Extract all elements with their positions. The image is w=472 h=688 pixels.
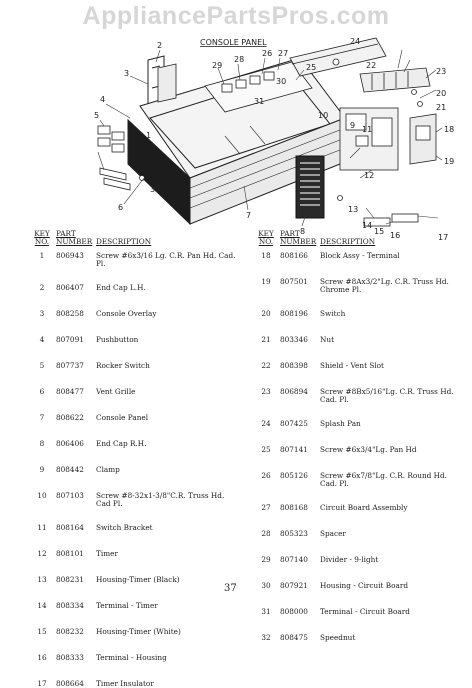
callout: 29 (212, 61, 222, 70)
callout: 16 (390, 231, 400, 240)
callout: 25 (306, 63, 316, 72)
callout: 26 (262, 49, 272, 58)
description-header: DESCRIPTION (96, 236, 152, 246)
callout: 13 (348, 205, 358, 214)
callout: 8 (300, 227, 305, 236)
callout: 9 (350, 121, 355, 130)
callout: 5 (94, 111, 99, 120)
callout: 14 (362, 221, 372, 230)
callout: 19 (444, 157, 454, 166)
callout: 18 (444, 125, 454, 134)
housing-timer (363, 213, 419, 227)
callout: 21 (436, 103, 446, 112)
callout: 27 (278, 49, 288, 58)
callout: 11 (362, 125, 372, 134)
screws (139, 58, 423, 201)
splash-pan (289, 37, 387, 77)
callout: 7 (246, 211, 251, 220)
diagram-title: CONSOLE PANEL (200, 38, 267, 47)
callout: 4 (100, 95, 105, 104)
callout: 12 (364, 171, 374, 180)
end-cap-left (157, 63, 177, 103)
callout: 2 (157, 41, 162, 50)
switch-bracket (409, 113, 437, 165)
callout: 6 (118, 203, 123, 212)
rocker-switch (99, 167, 131, 191)
callout: 1 (146, 131, 151, 140)
callout: 15 (374, 227, 384, 236)
callout: 32 (150, 185, 160, 194)
watermark: AppliancePartsPros.com (82, 2, 390, 30)
timer (339, 107, 399, 171)
callout: 17 (438, 233, 448, 242)
callout: 23 (436, 67, 446, 76)
callout: 31 (254, 97, 264, 106)
callout: 24 (350, 37, 360, 46)
pushbuttons (97, 125, 125, 153)
page-number: 37 (224, 583, 237, 594)
callout: 20 (436, 89, 446, 98)
leader-lines (97, 49, 443, 227)
callout: 30 (276, 77, 286, 86)
callout: 3 (124, 69, 129, 78)
callout: 10 (318, 111, 328, 120)
vent-grille (295, 155, 325, 219)
callout: 28 (234, 55, 244, 64)
terminal-block (359, 67, 431, 93)
exploded-parts-diagram: CONSOLE PANEL (94, 37, 454, 242)
description-header: DESCRIPTION (320, 236, 376, 246)
callout-numbers: 1 2 3 4 5 6 7 8 9 10 11 12 13 14 15 16 1… (94, 37, 454, 242)
callout: 22 (366, 61, 376, 70)
